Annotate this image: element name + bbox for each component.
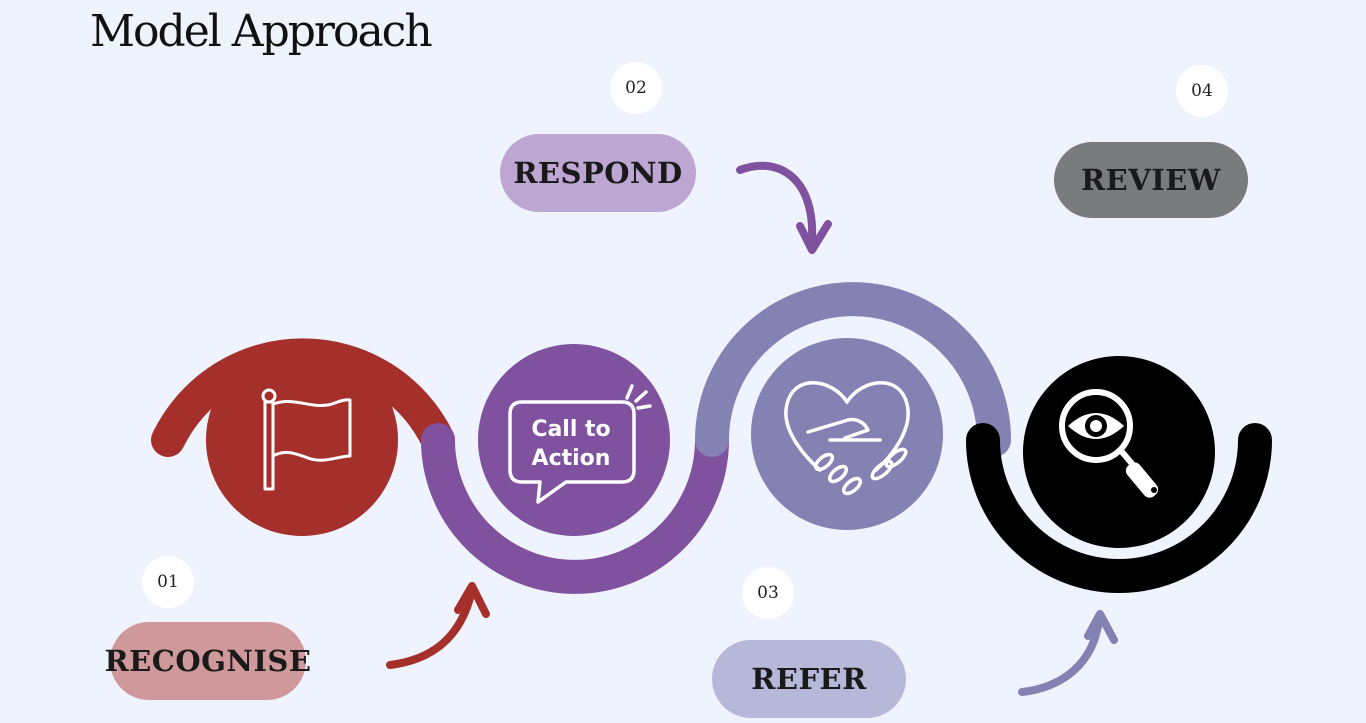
page-title: Model Approach <box>90 6 433 57</box>
step-label-recognise: RECOGNISE <box>105 622 311 700</box>
step-label-respond: RESPOND <box>500 134 696 212</box>
step-number-03: 03 <box>742 567 794 619</box>
respond-arc <box>421 423 729 594</box>
step-label-refer: REFER <box>712 640 906 718</box>
handshake-heart-icon <box>784 381 910 496</box>
step-label-review: REVIEW <box>1054 142 1248 218</box>
refer-circle <box>751 338 943 530</box>
icon-text-line1: Call to <box>531 417 610 442</box>
eye-magnifier-icon <box>1059 389 1159 498</box>
call-to-action-icon: Call to Action <box>508 384 652 504</box>
step-number-04: 04 <box>1176 65 1228 117</box>
arrow-refer-to-review <box>1018 610 1118 696</box>
arrow-respond-to-refer <box>736 161 832 254</box>
review-arc <box>966 423 1272 593</box>
icon-text-line2: Action <box>532 446 611 471</box>
recognise-circle <box>206 344 398 536</box>
refer-arc <box>695 282 1011 457</box>
respond-circle <box>478 344 670 536</box>
flag-icon <box>261 388 352 491</box>
step-number-02: 02 <box>610 62 662 114</box>
arrow-recognise-to-respond <box>386 582 490 669</box>
step-number-01: 01 <box>142 556 194 608</box>
